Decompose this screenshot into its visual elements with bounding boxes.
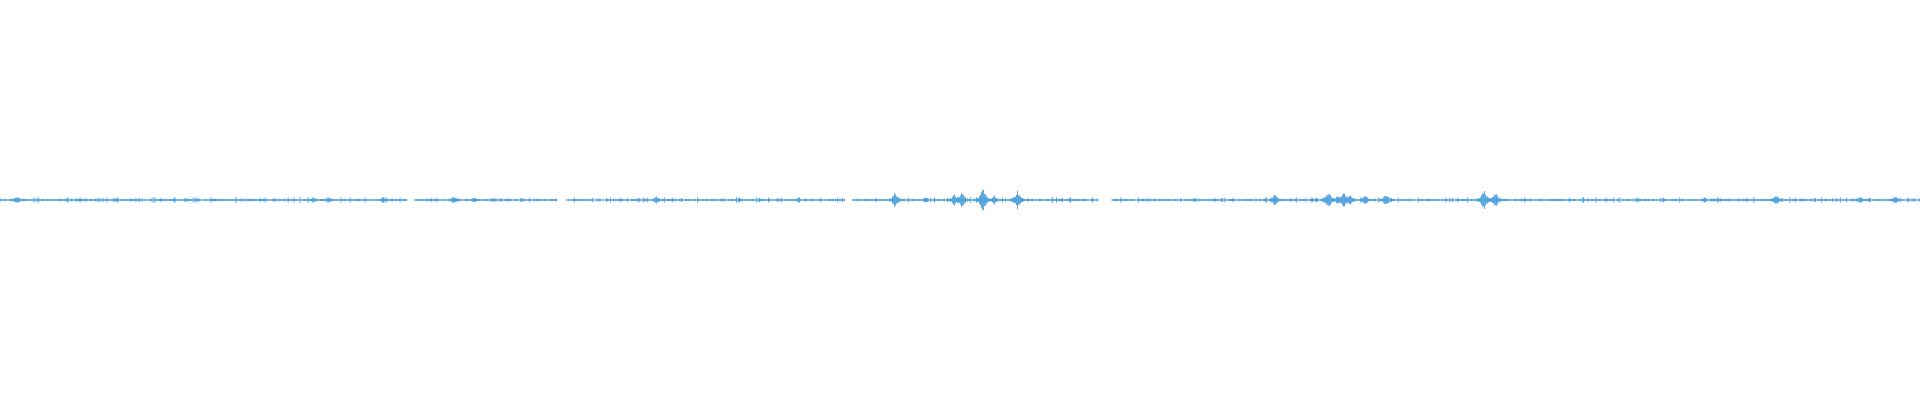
waveform-amplitude	[0, 189, 1920, 211]
